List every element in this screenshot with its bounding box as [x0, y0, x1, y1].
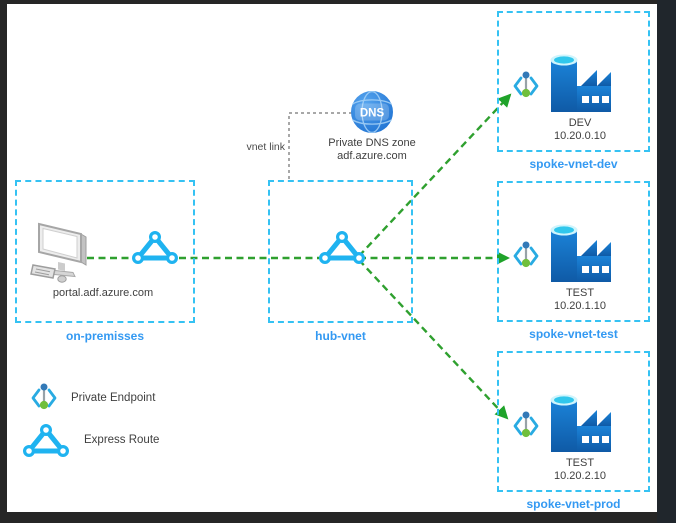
express-route-icon [131, 230, 178, 265]
spoke-ip-label: 10.20.1.10 [554, 300, 606, 312]
hub-vnet-group: hub-vnet [268, 180, 413, 350]
dns-zone-title: Private DNS zone [328, 137, 416, 149]
legend-express-route-label: Express Route [84, 434, 160, 446]
connector-hub-prod [358, 259, 509, 420]
express-route-icon [22, 423, 69, 458]
legend-private-endpoint-label: Private Endpoint [71, 392, 156, 404]
spoke-vnet-test-label: spoke-vnet-test [529, 327, 618, 341]
spoke-vnet-test-group: TEST 10.20.1.10 spoke-vnet-test [497, 181, 650, 346]
diagram-canvas: portal.adf.azure.com on-premisses hub-vn… [7, 4, 657, 512]
spoke-vnet-prod-box [497, 351, 650, 492]
spoke-env-label: DEV [568, 117, 592, 129]
spoke-ip-label: 10.20.2.10 [554, 470, 606, 482]
computer-monitor-icon [30, 222, 87, 283]
express-route-icon [318, 230, 365, 265]
dns-zone-subtitle: adf.azure.com [337, 150, 407, 162]
data-factory-icon [550, 54, 611, 112]
vnet-link-label: vnet link [246, 141, 285, 153]
spoke-ip-label: 10.20.0.10 [554, 130, 606, 142]
spoke-vnet-prod-label: spoke-vnet-prod [526, 497, 621, 511]
connector-hub-dev [358, 93, 512, 257]
spoke-env-label: TEST [565, 287, 595, 299]
spoke-vnet-prod-group: TEST 10.20.2.10 spoke-vnet-prod [497, 351, 650, 516]
dns-globe-icon: DNS [351, 90, 393, 134]
connector-layer [87, 93, 512, 420]
spoke-vnet-dev-box [497, 11, 650, 152]
data-factory-icon [550, 394, 611, 452]
spoke-vnet-dev-label: spoke-vnet-dev [529, 157, 618, 171]
spoke-env-label: TEST [565, 457, 595, 469]
hub-vnet-box [268, 180, 413, 323]
private-endpoint-icon [31, 383, 57, 410]
spoke-vnet-test-box [497, 181, 650, 322]
window-right-border [657, 0, 676, 523]
on-premisses-box [15, 180, 195, 323]
legend-express-route: Express Route [22, 422, 159, 458]
legend-private-endpoint: Private Endpoint [31, 380, 155, 416]
on-premisses-device-label: portal.adf.azure.com [52, 287, 154, 299]
dns-badge-text: DNS [360, 108, 385, 120]
on-premisses-label: on-premisses [65, 329, 145, 343]
data-factory-icon [550, 224, 611, 282]
spoke-vnet-dev-group: DEV 10.20.0.10 spoke-vnet-dev [497, 11, 650, 176]
on-premisses-group: portal.adf.azure.com on-premisses [15, 180, 195, 350]
private-endpoint-icon [513, 411, 539, 438]
private-endpoint-icon [513, 241, 539, 268]
private-endpoint-icon [513, 71, 539, 98]
hub-vnet-label: hub-vnet [315, 329, 366, 343]
vnet-link-line [288, 112, 352, 180]
